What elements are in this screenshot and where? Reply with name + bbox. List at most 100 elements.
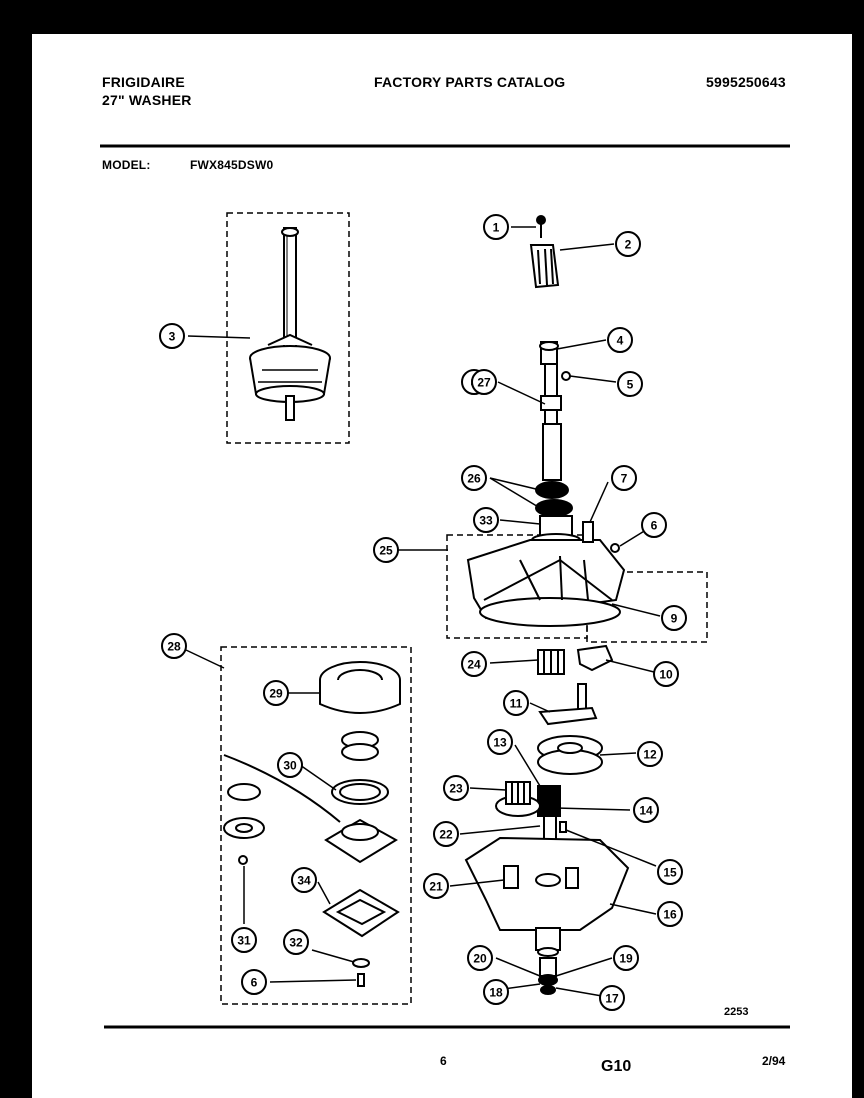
callout-label: 9 xyxy=(671,612,678,626)
callout-label: 11 xyxy=(510,697,523,711)
callout-circle xyxy=(661,605,687,631)
callout-label: 21 xyxy=(429,880,443,894)
callout-label: 34 xyxy=(297,874,311,888)
callout-circle xyxy=(607,327,633,353)
callout-circle xyxy=(483,214,509,240)
callout-label: 12 xyxy=(643,748,657,762)
callout-circle xyxy=(613,945,639,971)
callout-circle xyxy=(599,985,625,1011)
group-box-seal-kit xyxy=(220,646,412,1005)
callout-label: 23 xyxy=(449,782,463,796)
callout-label: 2 xyxy=(625,238,632,252)
callout-label: 4 xyxy=(617,334,624,348)
callout-4: 4 xyxy=(607,327,633,353)
callout-circle xyxy=(241,969,267,995)
callout-circle xyxy=(159,323,185,349)
callout-11: 11 xyxy=(503,690,529,716)
shift-fork xyxy=(576,644,614,672)
gearcase-housing xyxy=(464,836,630,957)
callout-19: 19 xyxy=(613,945,639,971)
callout-label: 29 xyxy=(269,687,283,701)
callout-circle xyxy=(637,741,663,767)
catalog-number: 5995250643 xyxy=(706,74,786,90)
callout-label: 28 xyxy=(167,640,181,654)
callouts: 1234567891011121314151617181920212223242… xyxy=(159,214,687,1011)
callout-12: 12 xyxy=(637,741,663,767)
callout-13: 13 xyxy=(487,729,513,755)
callout-label: 18 xyxy=(489,986,503,1000)
screw-part xyxy=(536,215,546,238)
callout-label: 15 xyxy=(663,866,677,880)
callout-label: 25 xyxy=(379,544,393,558)
drawing-number: 2253 xyxy=(724,1006,748,1018)
callout-16: 16 xyxy=(657,901,683,927)
callout-circle xyxy=(161,633,187,659)
callout-30: 30 xyxy=(277,752,303,778)
model-label: MODEL: xyxy=(102,158,151,172)
callout-34: 34 xyxy=(291,867,317,893)
leader-lines xyxy=(185,226,661,997)
callout-label: 30 xyxy=(283,759,297,773)
callout-label: 13 xyxy=(493,736,507,750)
callout-circle xyxy=(483,979,509,1005)
drive-gear xyxy=(537,735,603,775)
callout-label: 20 xyxy=(473,952,487,966)
callout-circle xyxy=(373,537,399,563)
catalog-title: FACTORY PARTS CATALOG xyxy=(374,74,566,90)
callout-circle xyxy=(231,927,257,953)
callout-label: 3 xyxy=(169,330,176,344)
model-number: FWX845DSW0 xyxy=(190,158,274,172)
idler-pinion xyxy=(495,781,541,817)
callout-label: 16 xyxy=(663,908,677,922)
callout-label: 14 xyxy=(639,804,653,818)
callout-circle xyxy=(611,465,637,491)
callout-label: 31 xyxy=(237,934,251,948)
gear-housing-cover xyxy=(466,521,626,627)
callout-3: 3 xyxy=(159,323,185,349)
callout-label: 24 xyxy=(467,658,481,672)
pinion-gear xyxy=(537,649,565,675)
callout-label: 1 xyxy=(493,221,500,235)
callout-circle xyxy=(433,821,459,847)
callout-label: 19 xyxy=(619,952,633,966)
product-name: 27" WASHER xyxy=(102,92,192,108)
callout-label: 26 xyxy=(467,472,481,486)
callout-label: 27 xyxy=(477,376,491,390)
agitator-cap-part xyxy=(529,244,560,289)
callout-circle xyxy=(277,752,303,778)
callout-2: 2 xyxy=(615,231,641,257)
seal-kit-parts xyxy=(223,661,401,987)
callout-15: 15 xyxy=(657,859,683,885)
callout-23: 23 xyxy=(443,775,469,801)
callout-circle xyxy=(487,729,513,755)
callout-label: 10 xyxy=(659,668,673,682)
callout-circle xyxy=(617,371,643,397)
callout-circle xyxy=(461,651,487,677)
callout-31: 31 xyxy=(231,927,257,953)
brand-name: FRIGIDAIRE xyxy=(102,74,185,90)
section-code: G10 xyxy=(601,1058,632,1075)
shift-lever xyxy=(538,683,598,726)
callout-25: 25 xyxy=(373,537,399,563)
callout-33: 33 xyxy=(473,507,499,533)
callout-label: 7 xyxy=(621,472,628,486)
callout-22: 22 xyxy=(433,821,459,847)
callout-circle xyxy=(641,512,667,538)
callout-label: 17 xyxy=(605,992,619,1006)
callout-label: 32 xyxy=(289,936,303,950)
callout-circle xyxy=(443,775,469,801)
callout-29: 29 xyxy=(263,680,289,706)
callout-circle xyxy=(263,680,289,706)
callout-7: 7 xyxy=(611,465,637,491)
callout-28: 28 xyxy=(161,633,187,659)
callout-circle xyxy=(471,369,497,395)
callout-circle xyxy=(503,690,529,716)
callout-17: 17 xyxy=(599,985,625,1011)
callout-5: 5 xyxy=(617,371,643,397)
callout-6: 6 xyxy=(641,512,667,538)
callout-label: 5 xyxy=(627,378,634,392)
agitator-shaft-assembly xyxy=(249,227,331,421)
spin-tube-shaft xyxy=(531,341,581,547)
callout-27: 27 xyxy=(471,369,497,395)
